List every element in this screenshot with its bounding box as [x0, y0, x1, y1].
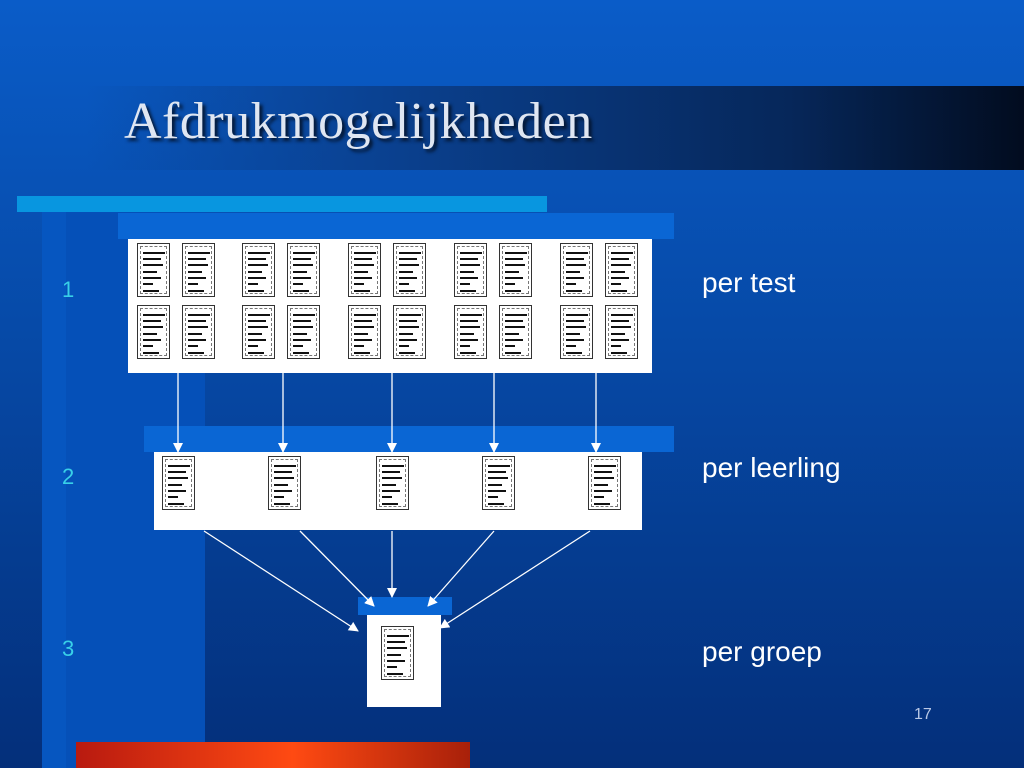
- arrow-row2-row3-2: [299, 530, 375, 607]
- red-accent-bar: [76, 742, 470, 768]
- document-icon: [454, 305, 487, 359]
- row-number-3: 3: [62, 636, 75, 661]
- document-icon: [287, 305, 320, 359]
- row-label-per-test: per test: [702, 267, 796, 298]
- row2-header-strip: [144, 426, 674, 452]
- document-icon: [482, 456, 515, 510]
- left-column-inner-decoration: [42, 212, 66, 768]
- document-icon: [242, 243, 275, 297]
- document-icon: [287, 243, 320, 297]
- document-icon: [499, 305, 532, 359]
- document-icon: [605, 305, 638, 359]
- row-number-2: 2: [62, 464, 75, 489]
- arrow-row2-row3-4: [427, 530, 495, 607]
- row3-header-strip: [358, 597, 452, 615]
- document-icon: [137, 243, 170, 297]
- document-icon: [454, 243, 487, 297]
- row1-header-strip: [118, 213, 674, 239]
- document-icon: [182, 243, 215, 297]
- document-icon: [182, 305, 215, 359]
- document-icon: [560, 305, 593, 359]
- document-icon: [348, 243, 381, 297]
- row-number-1: 1: [62, 277, 75, 302]
- document-icon: [268, 456, 301, 510]
- document-icon: [499, 243, 532, 297]
- document-icon: [560, 243, 593, 297]
- document-icon: [242, 305, 275, 359]
- slide-title: Afdrukmogelijkheden: [124, 93, 593, 150]
- document-icon: [348, 305, 381, 359]
- document-icon: [588, 456, 621, 510]
- document-icon: [376, 456, 409, 510]
- document-icon: [137, 305, 170, 359]
- row-label-per-groep: per groep: [702, 636, 822, 667]
- arrow-row2-row3-1: [203, 530, 359, 632]
- title-band: [86, 86, 1024, 170]
- cyan-accent-bar: [17, 196, 547, 212]
- row-label-per-leerling: per leerling: [702, 452, 841, 483]
- document-icon: [393, 305, 426, 359]
- document-icon: [381, 626, 414, 680]
- page-number: 17: [914, 706, 932, 723]
- arrow-row2-row3-5: [439, 530, 591, 629]
- document-icon: [605, 243, 638, 297]
- document-icon: [393, 243, 426, 297]
- document-icon: [162, 456, 195, 510]
